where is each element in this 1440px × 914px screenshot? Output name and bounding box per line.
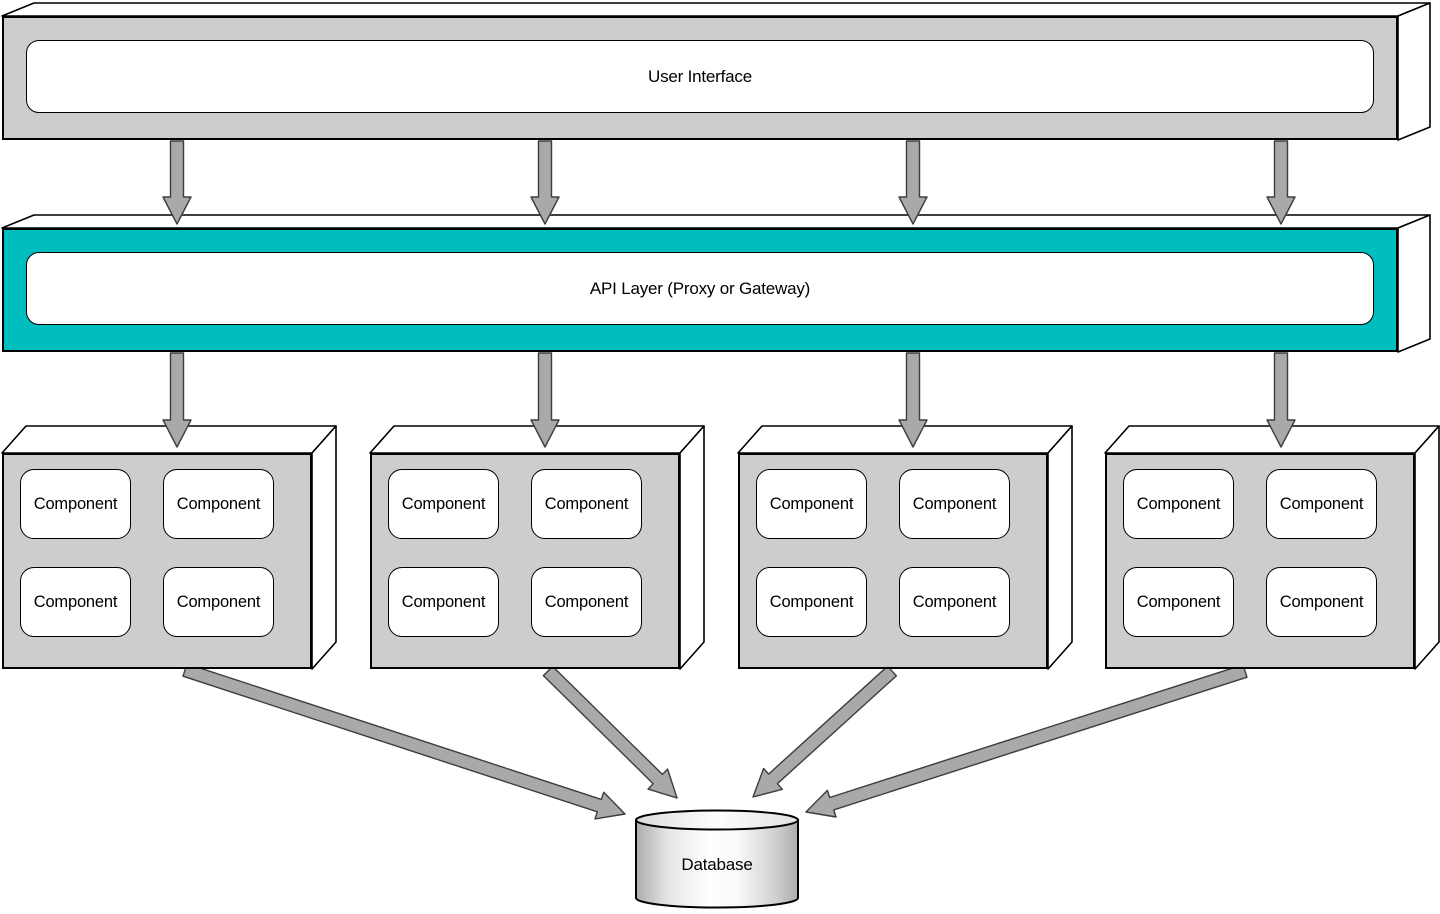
- component-box: Component: [1123, 469, 1234, 539]
- arrow-group2-database: [542, 665, 678, 799]
- api-layer-label: API Layer (Proxy or Gateway): [589, 278, 811, 298]
- layer-api-gateway: API Layer (Proxy or Gateway): [2, 228, 1398, 352]
- arrow-api-group-2: [530, 352, 560, 448]
- user-interface-box: User Interface: [26, 40, 1374, 113]
- group4-right-face: [1414, 425, 1440, 670]
- component-box: Component: [163, 567, 274, 637]
- database-cylinder: [635, 809, 799, 909]
- arrow-ui-api-3: [898, 140, 928, 225]
- arrow-ui-api-2: [530, 140, 560, 225]
- component-box: Component: [756, 469, 867, 539]
- arrow-ui-api-1: [162, 140, 192, 225]
- arrow-api-group-1: [162, 352, 192, 448]
- component-box: Component: [531, 567, 642, 637]
- component-box: Component: [1123, 567, 1234, 637]
- component-box: Component: [20, 567, 131, 637]
- component-box: Component: [1266, 567, 1377, 637]
- service-group-2: Component Component Component Component: [370, 453, 680, 669]
- user-interface-top-face: [1, 2, 1431, 17]
- arrow-group3-database: [752, 665, 898, 798]
- arrows-groups-to-database: [182, 663, 1248, 820]
- arrow-group4-database: [805, 664, 1248, 818]
- service-group-4: Component Component Component Component: [1105, 453, 1415, 669]
- arrows-ui-to-api: [162, 140, 1296, 225]
- service-group-1: Component Component Component Component: [2, 453, 312, 669]
- api-layer-top-face: [1, 214, 1431, 229]
- component-box: Component: [163, 469, 274, 539]
- component-box: Component: [756, 567, 867, 637]
- component-box: Component: [20, 469, 131, 539]
- user-interface-label: User Interface: [648, 66, 752, 86]
- group-3d-faces: [1, 425, 1440, 670]
- arrow-api-group-3: [898, 352, 928, 448]
- database-cylinder-body: [635, 819, 799, 909]
- layer-user-interface: User Interface: [2, 16, 1398, 140]
- api-layer-box: API Layer (Proxy or Gateway): [26, 252, 1374, 325]
- group2-right-face: [679, 425, 705, 670]
- arrow-ui-api-4: [1266, 140, 1296, 225]
- component-box: Component: [899, 567, 1010, 637]
- arrows-api-to-groups: [162, 352, 1296, 448]
- api-layer-right-face: [1397, 214, 1431, 353]
- arrow-api-group-4: [1266, 352, 1296, 448]
- group3-right-face: [1047, 425, 1073, 670]
- user-interface-right-face: [1397, 2, 1431, 141]
- component-box: Component: [388, 567, 499, 637]
- group1-right-face: [311, 425, 337, 670]
- arrow-group1-database: [182, 663, 626, 820]
- component-box: Component: [899, 469, 1010, 539]
- component-box: Component: [1266, 469, 1377, 539]
- component-box: Component: [531, 469, 642, 539]
- database-label: Database: [681, 855, 753, 874]
- database-cylinder-top: [635, 809, 799, 831]
- api-layer-3d-faces: [1, 214, 1431, 353]
- component-box: Component: [388, 469, 499, 539]
- service-group-3: Component Component Component Component: [738, 453, 1048, 669]
